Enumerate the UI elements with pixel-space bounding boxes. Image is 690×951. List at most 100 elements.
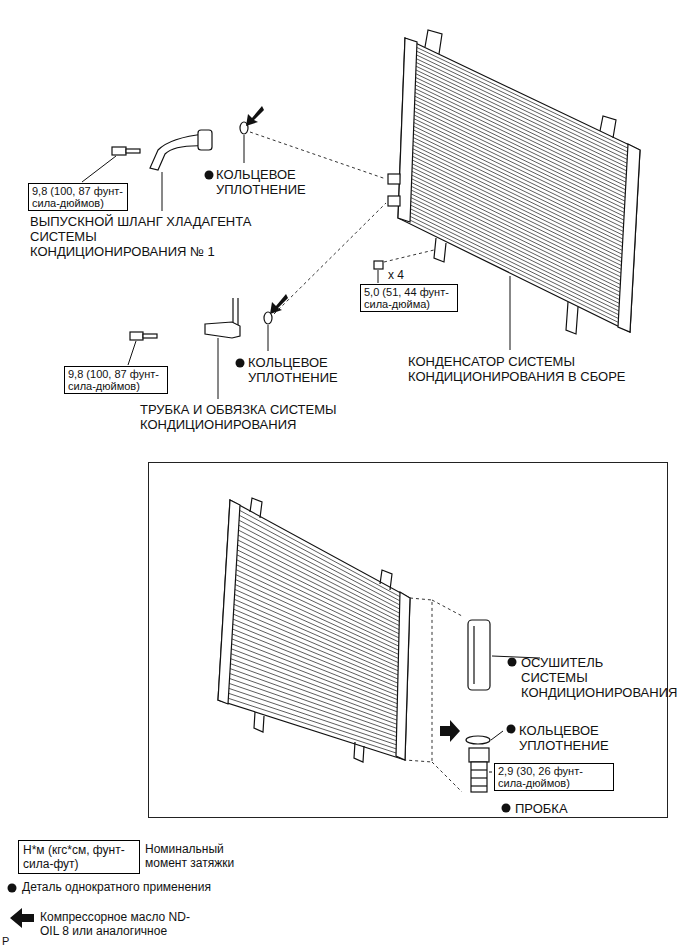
drawing-part (471, 769, 487, 770)
part-label: КОНДЕНСАТОР СИСТЕМЫ КОНДИЦИОНИРОВАНИЯ В … (408, 354, 643, 384)
drawing-part (405, 49, 640, 161)
drawing-part (403, 87, 637, 200)
drawing-part (401, 132, 634, 245)
drawing-part (128, 341, 136, 365)
drawing-part (402, 113, 636, 226)
drawing-part (600, 116, 616, 138)
drawing-part (404, 61, 639, 173)
drawing-part (405, 42, 640, 154)
drawing-part (268, 325, 269, 351)
drawing-part (218, 500, 240, 704)
drawing-part (374, 261, 383, 269)
torque-box: 2,9 (30, 26 фунт-сила-дюймов) (494, 763, 614, 791)
drawing-part (226, 560, 408, 647)
drawing-part (404, 64, 639, 176)
drawing-part (218, 695, 405, 756)
drawing-part (434, 238, 446, 262)
drawing-part (402, 121, 636, 234)
drawing-part (226, 575, 409, 659)
drawing-part (218, 338, 219, 399)
drawing-part (374, 261, 383, 269)
drawing-part (244, 135, 245, 163)
torque-value: 5,0 (51, 44 фунт-сила-дюйма) (364, 286, 454, 310)
drawing-part (254, 712, 264, 732)
drawing-part (502, 804, 511, 813)
drawing-part (229, 520, 410, 614)
drawing-part (469, 748, 489, 762)
drawing-part (8, 884, 17, 893)
drawing-part (246, 106, 264, 126)
drawing-part (466, 736, 490, 744)
drawing-part (400, 166, 633, 279)
torque-value: 2,9 (30, 26 фунт-сила-дюймов) (498, 765, 610, 789)
legend-text: Деталь однократного применения (22, 880, 272, 894)
drawing-part (223, 615, 407, 691)
drawing-part (223, 625, 407, 699)
torque-box: 9,8 (100, 87 фунт-сила-дюймов) (64, 366, 168, 394)
drawing-part (399, 181, 632, 295)
drawing-part (400, 169, 633, 282)
drawing-part (229, 515, 410, 610)
drawing-part (402, 106, 636, 219)
drawing-part (432, 600, 462, 616)
part-label: КОЛЬЦЕВОЕ УПЛОТНЕНИЕ (216, 167, 326, 197)
drawing-part (432, 762, 462, 792)
drawing-part (225, 585, 408, 667)
torque-value: Н*м (кгс*см, фунт-сила-фут) (23, 843, 135, 871)
part-label: ОСУШИТЕЛЬ СИСТЕМЫ КОНДИЦИОНИРОВАНИЯ (521, 655, 663, 700)
inset-frame: ОСУШИТЕЛЬ СИСТЕМЫ КОНДИЦИОНИРОВАНИЯКОЛЬЦ… (148, 462, 668, 818)
drawing-part (228, 540, 409, 630)
drawing-part (219, 685, 405, 748)
drawing-part (510, 276, 511, 350)
drawing-part (400, 173, 633, 287)
drawing-part (401, 136, 634, 249)
drawing-part (468, 620, 490, 690)
drawing-part (403, 91, 637, 204)
drawing-part (112, 147, 126, 155)
legend-text: Компрессорное масло ND-OIL 8 или аналоги… (40, 910, 200, 938)
drawing-part (378, 270, 379, 283)
drawing-part (402, 117, 636, 230)
part-label: ТРУБКА И ОБВЯЗКА СИСТЕМЫ КОНДИЦИОНИРОВАН… (140, 402, 340, 432)
drawing-part (388, 196, 400, 206)
drawing-part (403, 83, 637, 196)
drawing-part (388, 174, 400, 184)
drawing-part (402, 109, 636, 222)
drawing-part (403, 102, 637, 215)
drawing-part (219, 680, 405, 744)
drawing-part (227, 550, 409, 639)
drawing-part (205, 322, 240, 338)
drawing-part (471, 762, 487, 792)
drawing-part (218, 505, 410, 756)
drawing-part (221, 650, 406, 720)
drawing-part (223, 620, 407, 695)
drawing-part (400, 162, 633, 275)
drawing-part (227, 555, 409, 643)
drawing-part (404, 57, 639, 169)
drawing-part (380, 570, 392, 590)
drawing-part (404, 72, 638, 184)
drawing-part (10, 908, 34, 928)
drawing-part (205, 171, 214, 180)
drawing-part (198, 130, 212, 150)
drawing-part (405, 598, 432, 762)
drawing-part (400, 158, 633, 271)
drawing-part (222, 635, 407, 707)
page-mark: P (2, 934, 16, 949)
legend-unit-box: Н*м (кгс*см, фунт-сила-фут) (18, 840, 140, 874)
part-label: КОЛЬЦЕВОЕ УПЛОТНЕНИЕ (248, 355, 358, 385)
drawing-part (425, 30, 442, 54)
torque-box: 9,8 (100, 87 фунт-сила-дюймов) (28, 183, 128, 211)
drawing-part (466, 620, 490, 792)
drawing-part (403, 94, 637, 207)
drawing-part (404, 68, 638, 180)
drawing-part (400, 154, 633, 267)
drawing-part (507, 725, 516, 734)
drawing-part (126, 149, 140, 153)
drawing-part (618, 144, 640, 332)
drawing-part (130, 298, 240, 340)
drawing-part (471, 785, 487, 786)
drawing-part (270, 294, 288, 314)
drawing-part (471, 777, 487, 778)
